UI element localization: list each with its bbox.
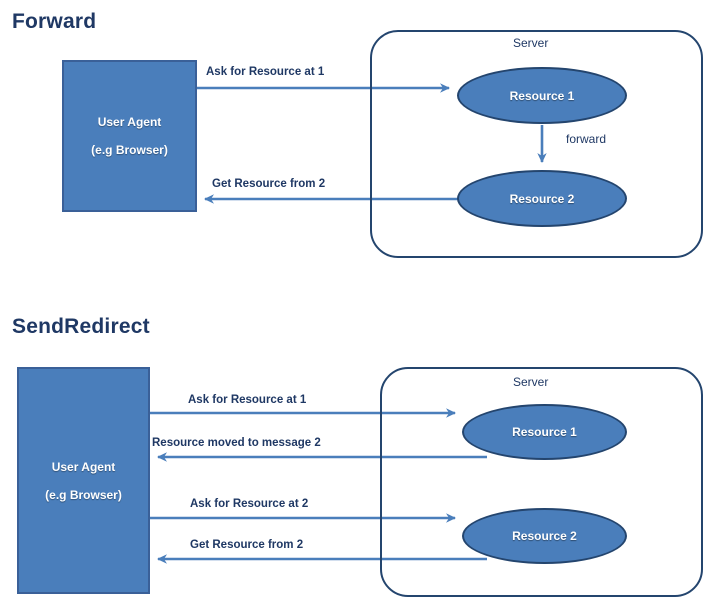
server-container-forward	[370, 30, 703, 258]
server-container-sendredirect	[380, 367, 703, 597]
flow-label-sendredirect-1: Ask for Resource at 1	[188, 394, 307, 406]
user-agent-label-line1: User Agent	[97, 115, 162, 129]
flow-label-forward-2: Get Resource from 2	[212, 178, 326, 190]
user-agent-label-line2: (e.g Browser)	[91, 143, 168, 157]
flow-label-forward-internal: forward	[566, 132, 607, 146]
user-agent-box-forward: User Agent (e.g Browser)	[62, 60, 197, 212]
flow-label-forward-1: Ask for Resource at 1	[206, 66, 325, 78]
resource-ellipse-sendredirect-2: Resource 2	[462, 508, 627, 564]
flow-label-sendredirect-4: Get Resource from 2	[190, 539, 304, 551]
user-agent-label-line2: (e.g Browser)	[45, 487, 122, 502]
flow-label-sendredirect-3: Ask for Resource at 2	[190, 498, 309, 510]
section-title-forward: Forward	[12, 10, 97, 33]
resource-ellipse-forward-2: Resource 2	[457, 170, 627, 227]
flow-label-sendredirect-2: Resource moved to message 2	[152, 437, 321, 449]
user-agent-box-sendredirect: User Agent (e.g Browser)	[17, 367, 150, 594]
resource-ellipse-forward-1: Resource 1	[457, 67, 627, 124]
server-label-forward: Server	[513, 36, 549, 50]
user-agent-label-line1: User Agent	[51, 459, 116, 474]
resource-ellipse-sendredirect-1: Resource 1	[462, 404, 627, 460]
server-label-sendredirect: Server	[513, 375, 549, 389]
section-title-sendredirect: SendRedirect	[12, 315, 150, 338]
